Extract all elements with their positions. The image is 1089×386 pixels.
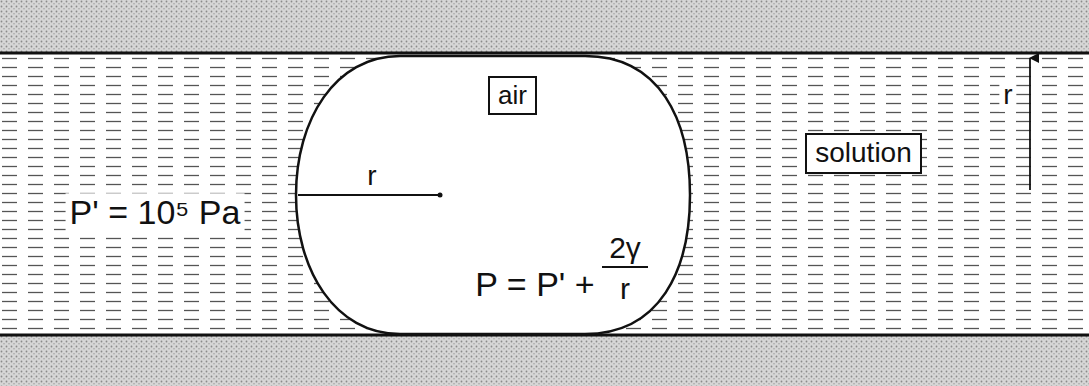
formula-numerator: 2γ bbox=[609, 231, 641, 264]
box-label: air bbox=[498, 81, 527, 110]
label-box: air bbox=[488, 76, 537, 115]
radius-symbol: r bbox=[367, 161, 376, 192]
formula: P = P' + bbox=[475, 266, 594, 303]
box-label: solution bbox=[815, 138, 912, 169]
formula-denominator: r bbox=[620, 272, 630, 305]
pressure-value: P' = 10⁵ Pa bbox=[66, 193, 245, 232]
tube-radius-arrow bbox=[1029, 58, 1031, 190]
bubble-centre bbox=[438, 193, 443, 198]
radius-symbol: r bbox=[999, 79, 1016, 112]
solution-hatching bbox=[0, 54, 1089, 334]
solution-ground bbox=[0, 54, 1089, 334]
fraction-bar bbox=[602, 266, 648, 268]
radius-line bbox=[298, 194, 440, 196]
air-bubble bbox=[296, 56, 690, 334]
tube-wall bbox=[0, 0, 1089, 52]
tube-wall bbox=[0, 336, 1089, 386]
wall-edge bbox=[0, 52, 1089, 55]
label-box: solution bbox=[805, 133, 922, 174]
